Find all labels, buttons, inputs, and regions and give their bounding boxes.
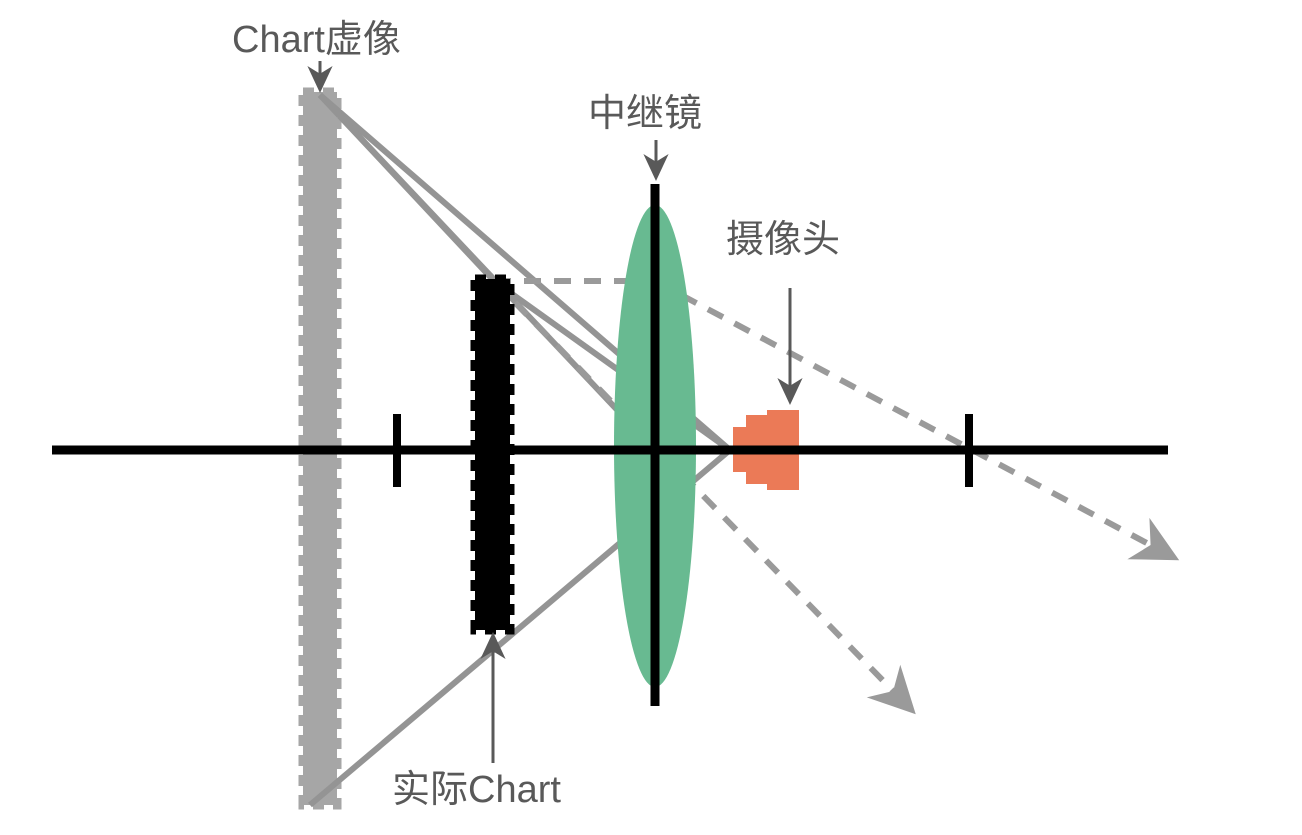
- ray-bundle-dashed: [491, 278, 1180, 715]
- label-pointers: [307, 61, 803, 763]
- label-chart-virtual: Chart虚像: [232, 19, 401, 61]
- ray-dashed-through-center: [491, 278, 916, 715]
- label-camera: 摄像头: [726, 219, 841, 261]
- ray-dashed-parallel-out: [653, 278, 1180, 561]
- label-chart-real: 实际Chart: [392, 769, 561, 811]
- label-relay-lens: 中继镜: [588, 93, 703, 135]
